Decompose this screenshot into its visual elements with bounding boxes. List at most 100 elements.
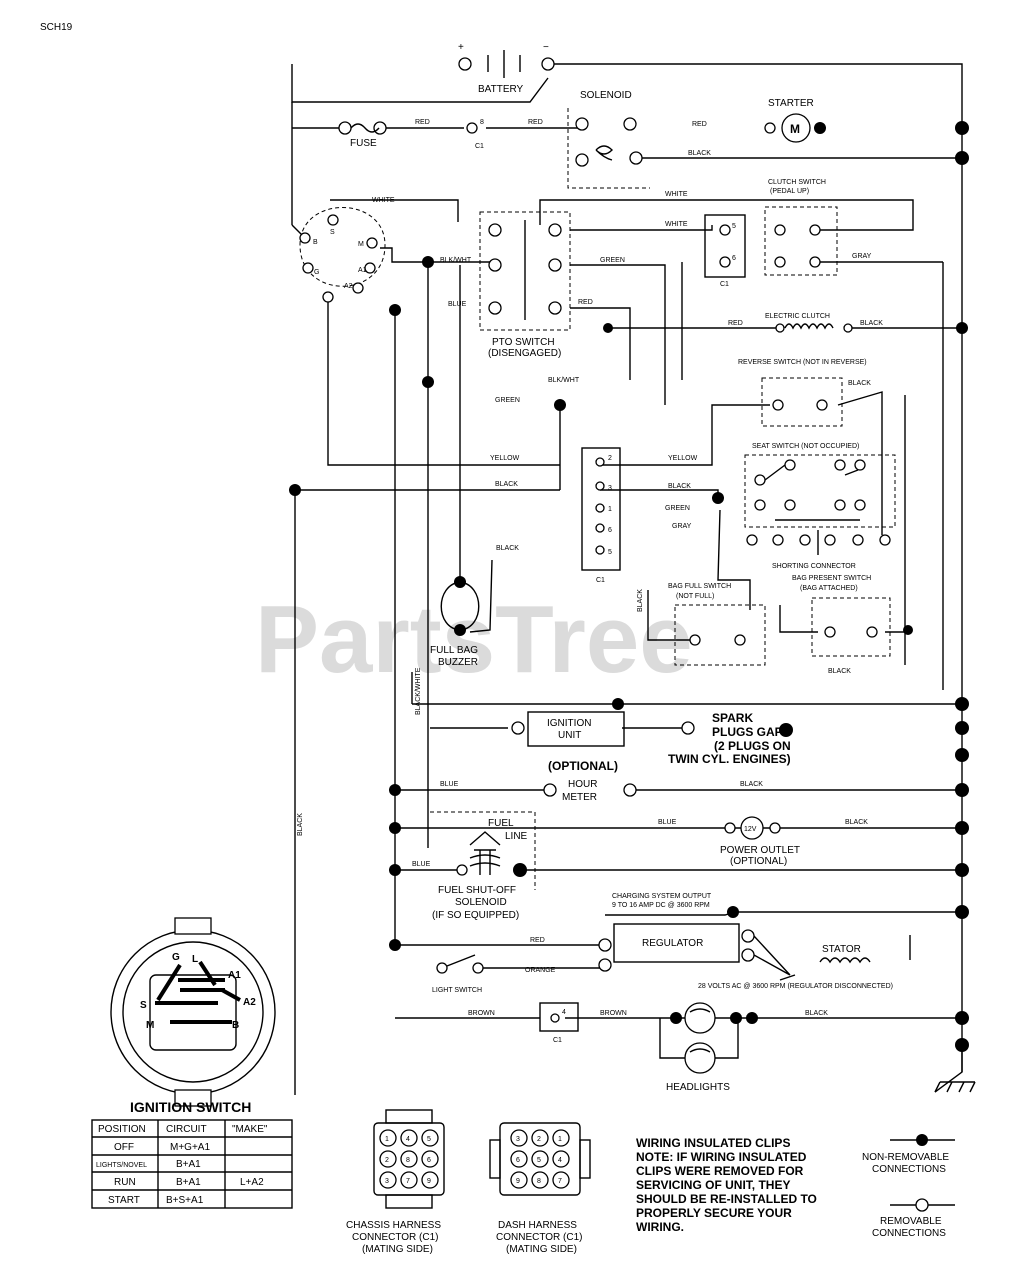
svg-text:8: 8 [480,119,484,126]
svg-text:BLUE: BLUE [448,301,467,308]
chassis-pin-label-2: 2 [385,1157,389,1164]
shorting-connector-label: SHORTING CONNECTOR [772,563,856,570]
ignition-switch-table: POSITION CIRCUIT "MAKE" OFF M+G+A1 LIGHT… [91,1119,293,1209]
svg-text:(OPTIONAL): (OPTIONAL) [730,856,787,867]
connection-legend: NON-REMOVABLE CONNECTIONS REMOVABLE CONN… [862,1134,955,1239]
pto-switch: PTO SWITCH (DISENGAGED) WHITE WHITE GREE… [479,191,688,359]
svg-text:WHITE: WHITE [665,221,688,228]
bag-full-switch: BAG FULL SWITCH (NOT FULL) BLACK [637,583,766,666]
svg-text:A2: A2 [344,283,353,290]
svg-text:A2: A2 [243,997,256,1008]
dash-pin-label-3: 3 [516,1136,520,1143]
svg-text:WHITE: WHITE [372,197,395,204]
stator-label: STATOR [822,944,861,955]
svg-text:CIRCUIT: CIRCUIT [166,1124,207,1135]
chassis-pin-label-9: 9 [427,1178,431,1185]
svg-text:METER: METER [562,792,597,803]
svg-text:BLACK: BLACK [848,380,871,387]
svg-text:BLACK/WHITE: BLACK/WHITE [415,667,422,715]
fuel-solenoid-label: FUEL SHUT-OFF [438,885,516,896]
svg-text:3: 3 [608,485,612,492]
electric-clutch: ELECTRIC CLUTCH RED BLACK [603,313,968,334]
ignition-switch-terminals: B S M G A1 A2 WHITE BLK/WHT BLUE [299,197,472,388]
svg-text:ORANGE: ORANGE [525,967,556,974]
svg-text:BLACK: BLACK [688,150,711,157]
svg-text:C1: C1 [720,281,729,288]
svg-text:BLACK: BLACK [845,819,868,826]
svg-text:B+S+A1: B+S+A1 [166,1195,204,1206]
svg-text:BLACK: BLACK [860,320,883,327]
svg-text:BLUE: BLUE [658,819,677,826]
svg-text:LINE: LINE [505,831,528,842]
dash-pin-6 [510,1150,528,1168]
svg-text:BLACK: BLACK [668,483,691,490]
svg-text:BUZZER: BUZZER [438,657,478,668]
ground-symbol [934,1081,976,1093]
svg-text:GRAY: GRAY [672,523,692,530]
svg-text:NOTE: IF WIRING INSULATED: NOTE: IF WIRING INSULATED [636,1150,807,1164]
pto-switch-label: PTO SWITCH [492,337,555,348]
starter-motor: M STARTER [764,98,826,143]
bag-present-switch-label: BAG PRESENT SWITCH [792,575,871,582]
chassis-pin-6 [421,1150,439,1168]
svg-text:L: L [192,954,198,965]
bag-present-switch: BAG PRESENT SWITCH (BAG ATTACHED) BLACK [792,575,913,675]
chassis-pin-label-1: 1 [385,1136,389,1143]
chassis-pin-label-8: 8 [406,1157,410,1164]
svg-text:A1: A1 [358,267,367,274]
svg-text:PROPERLY SECURE YOUR: PROPERLY SECURE YOUR [636,1206,792,1220]
svg-text:2: 2 [608,455,612,462]
battery-label: BATTERY [478,84,524,95]
svg-text:C1: C1 [475,143,484,150]
svg-text:B: B [313,239,318,246]
dash-pin-label-7: 7 [558,1178,562,1185]
chassis-pin-9 [421,1171,439,1189]
svg-text:OFF: OFF [114,1142,134,1153]
svg-text:BLACK: BLACK [805,1010,828,1017]
svg-text:START: START [108,1195,140,1206]
fuel-line: FUEL LINE BLUE BLACK [430,811,868,890]
svg-text:(MATING SIDE): (MATING SIDE) [506,1244,577,1255]
power-outlet: 12V POWER OUTLET (OPTIONAL) [720,816,800,867]
svg-text:S: S [330,229,335,236]
dash-pin-label-9: 9 [516,1178,520,1185]
fuel-line-label: FUEL [488,818,514,829]
dash-pin-9 [510,1171,528,1189]
svg-text:C1: C1 [553,1037,562,1044]
regulator-label: REGULATOR [642,938,703,949]
bag-full-switch-label: BAG FULL SWITCH [668,583,731,590]
starter-symbol: M [790,122,800,136]
svg-text:GREEN: GREEN [665,505,690,512]
svg-text:5: 5 [608,549,612,556]
dash-pin-2 [531,1129,549,1147]
clutch-switch-label: CLUTCH SWITCH [768,179,826,186]
svg-text:RED: RED [692,121,707,128]
ignition-unit-label: IGNITION [547,718,591,729]
ignition-switch-title: IGNITION SWITCH [130,1099,251,1115]
light-switch: LIGHT SWITCH ORANGE [432,954,556,994]
hour-meter: (OPTIONAL) HOUR METER BLUE BLACK [440,759,763,803]
light-switch-label: LIGHT SWITCH [432,987,482,994]
fuse-label: FUSE [350,138,377,149]
reverse-switch: REVERSE SWITCH (NOT IN REVERSE) BLACK [738,359,871,427]
full-bag-buzzer-label: FULL BAG [430,645,478,656]
svg-text:BLACK: BLACK [740,781,763,788]
svg-text:BLK/WHT: BLK/WHT [440,257,472,264]
chassis-pin-1 [379,1129,397,1147]
svg-text:SOLENOID: SOLENOID [455,897,507,908]
watermark: PartsTree [255,586,693,693]
svg-text:B+A1: B+A1 [176,1159,201,1170]
page-code: SCH19 [40,22,73,33]
svg-text:WHITE: WHITE [665,191,688,198]
svg-text:TWIN CYL. ENGINES): TWIN CYL. ENGINES) [668,752,791,766]
battery: + − BATTERY [458,42,555,95]
wiring-clips-note: WIRING INSULATED CLIPS NOTE: IF WIRING I… [636,1136,817,1234]
ignition-unit: IGNITION UNIT BLACK/WHITE [415,667,625,747]
chassis-pin-label-5: 5 [427,1136,431,1143]
chassis-pin-8 [400,1150,418,1168]
svg-text:G: G [172,952,180,963]
svg-text:BLACK: BLACK [828,668,851,675]
svg-text:UNIT: UNIT [558,730,581,741]
svg-text:(PEDAL UP): (PEDAL UP) [770,188,809,195]
